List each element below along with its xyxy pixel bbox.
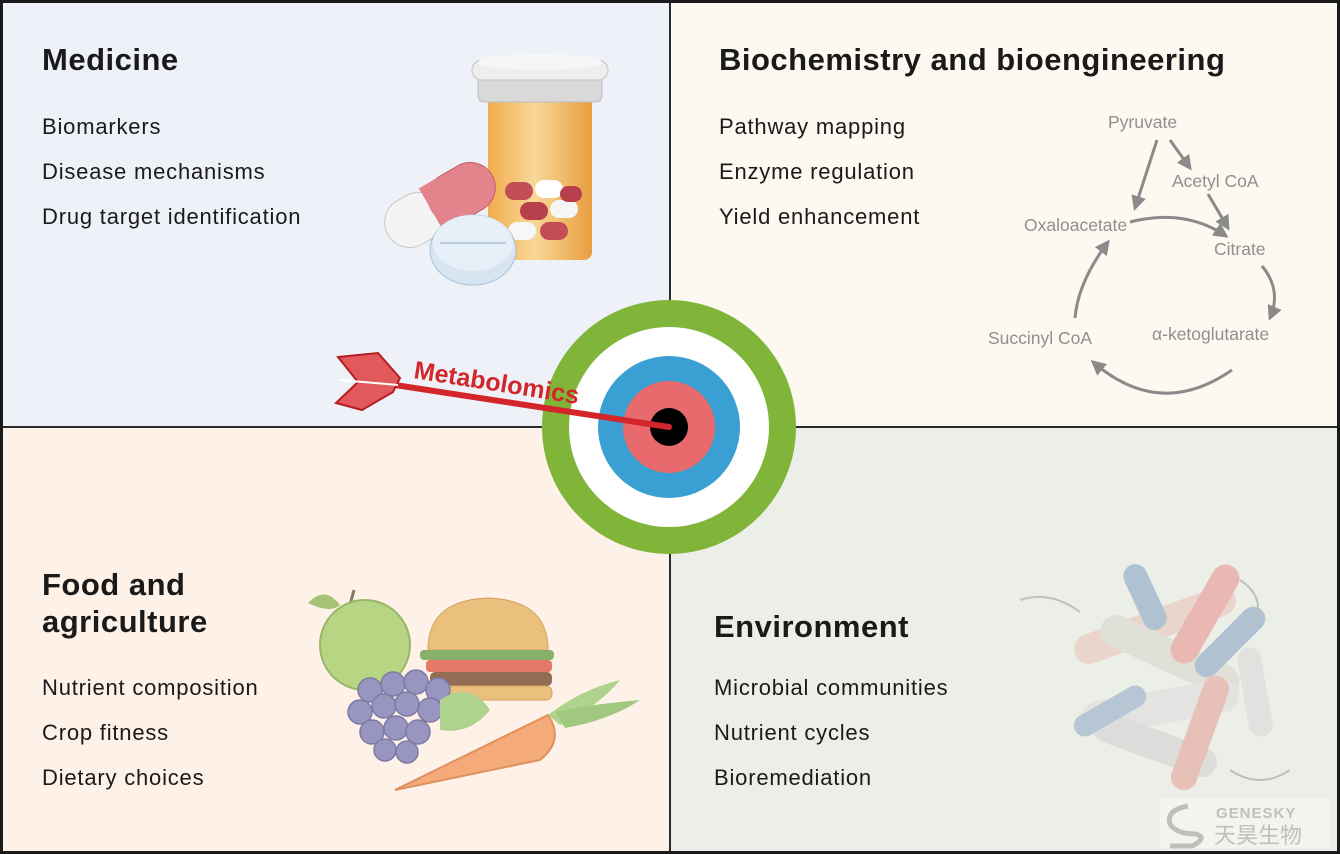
pathway-node-oxaloacetate: Oxaloacetate [1024,215,1127,235]
medicine-item-disease-mechanisms: Disease mechanisms [42,159,266,184]
pathway-node-citrate: Citrate [1214,239,1266,259]
medicine-title: Medicine [42,42,179,77]
biochemistry-item-yield-enhancement: Yield enhancement [719,204,921,229]
food-title-line2: agriculture [42,604,208,639]
medicine-item-biomarkers: Biomarkers [42,114,162,139]
food-title-line1: Food and [42,567,186,602]
biochemistry-title: Biochemistry and bioengineering [719,42,1226,77]
pathway-node-succinyl-coa: Succinyl CoA [988,328,1092,348]
food-item-dietary-choices: Dietary choices [42,765,205,790]
medicine-item-drug-target: Drug target identification [42,204,302,229]
watermark-cjk: 天昊生物 [1214,823,1302,848]
pathway-node-acetyl-coa: Acetyl CoA [1172,171,1259,191]
food-collection-icon [308,589,640,791]
genesky-watermark: GENESKY 天昊生物 [1160,798,1330,849]
metabolic-cycle-icon [1073,139,1282,395]
food-item-crop-fitness: Crop fitness [42,720,169,745]
bacteria-cluster-icon [1019,564,1291,791]
pill-bottle-icon [384,54,609,286]
watermark-latin: GENESKY [1216,805,1296,822]
environment-title: Environment [714,609,909,644]
pathway-node-alpha-ketoglutarate: α-ketoglutarate [1152,324,1269,344]
environment-item-bioremediation: Bioremediation [714,765,872,790]
biochemistry-quadrant [670,0,1340,427]
dart-icon [334,351,672,430]
biochemistry-item-enzyme-regulation: Enzyme regulation [719,159,915,184]
food-item-nutrient-composition: Nutrient composition [42,675,259,700]
environment-item-microbial-communities: Microbial communities [714,675,949,700]
pathway-node-pyruvate: Pyruvate [1108,112,1177,132]
environment-item-nutrient-cycles: Nutrient cycles [714,720,871,745]
genesky-logo-icon [1166,803,1204,849]
biochemistry-item-pathway-mapping: Pathway mapping [719,114,906,139]
